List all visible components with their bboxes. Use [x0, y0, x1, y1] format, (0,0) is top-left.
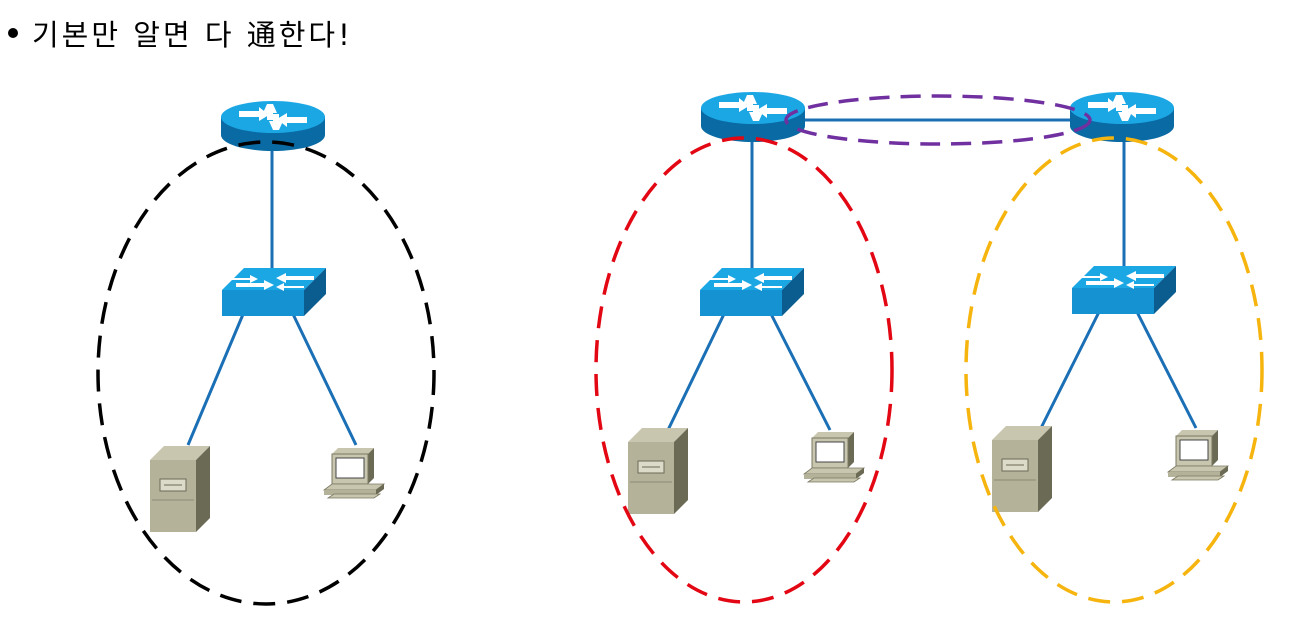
switch-icon [1072, 266, 1176, 314]
network-left [96, 101, 436, 606]
page-title: 기본만 알면 다 通한다! [8, 12, 353, 54]
subnet-boundary-black [96, 140, 436, 606]
server-icon [991, 425, 1053, 513]
bullet-icon [8, 28, 18, 38]
subnet-boundary-red [594, 136, 894, 604]
server-icon [627, 427, 689, 515]
workstation-icon [1167, 429, 1229, 481]
network-middle [594, 92, 1076, 604]
switch-icon [222, 268, 326, 316]
switch-icon [700, 268, 804, 316]
server-icon [149, 445, 211, 533]
network-right [964, 92, 1264, 604]
title-text: 기본만 알면 다 通한다! [32, 18, 353, 52]
backbone-boundary-purple [784, 94, 1092, 146]
workstation-icon [323, 447, 385, 499]
subnet-boundary-yellow [964, 136, 1264, 604]
router-icon [1070, 92, 1174, 142]
workstation-icon [803, 431, 865, 483]
